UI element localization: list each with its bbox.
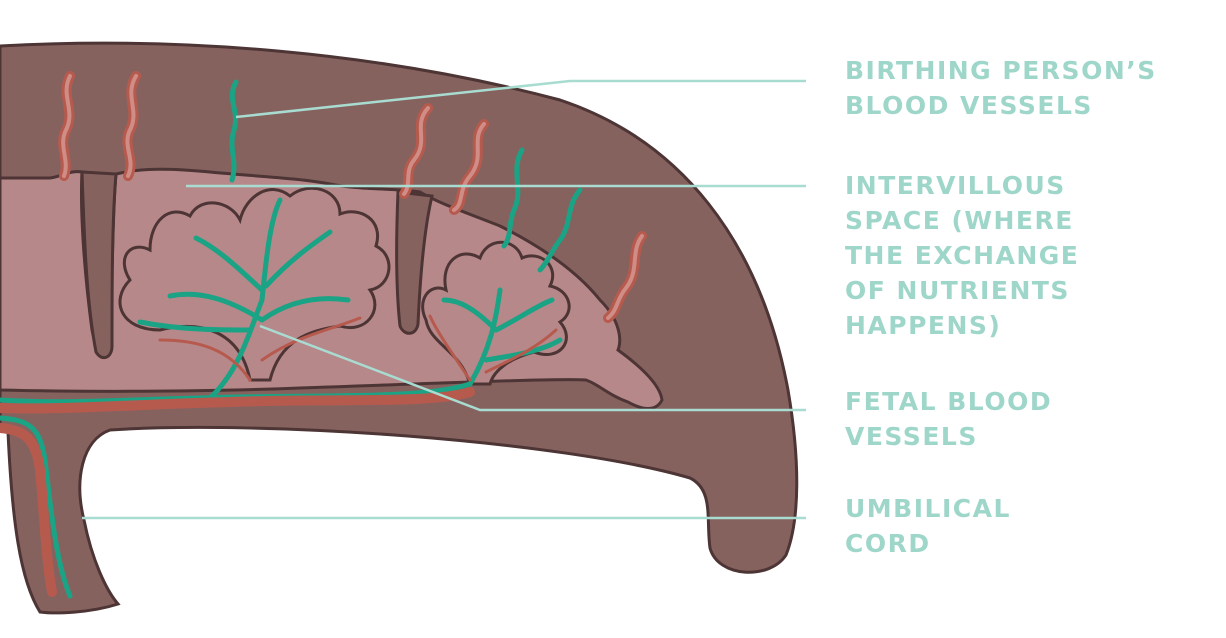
leader-lines xyxy=(82,79,806,520)
label-line: FETAL BLOOD xyxy=(845,387,1053,416)
label-fetal-blood-vessels: FETAL BLOOD VESSELS xyxy=(845,384,1052,454)
label-line: UMBILICAL xyxy=(845,494,1011,523)
septum-left xyxy=(80,170,118,360)
label-line: HAPPENS) xyxy=(845,311,1002,340)
leader-line-fetal-vessels xyxy=(259,324,806,412)
septum-right xyxy=(395,190,434,335)
label-intervillous-space: INTERVILLOUS SPACE (WHERE THE EXCHANGE O… xyxy=(845,168,1079,343)
fetal-blood-vessels xyxy=(0,79,583,599)
label-line: VESSELS xyxy=(845,422,978,451)
label-line: OF NUTRIENTS xyxy=(845,276,1070,305)
label-line: CORD xyxy=(845,529,931,558)
label-line: BIRTHING PERSON’S xyxy=(845,56,1157,85)
label-umbilical-cord: UMBILICAL CORD xyxy=(845,491,1011,561)
label-line: THE EXCHANGE xyxy=(845,241,1080,270)
label-line: BLOOD VESSELS xyxy=(845,91,1093,120)
label-line: INTERVILLOUS xyxy=(845,171,1066,200)
label-line: SPACE (WHERE xyxy=(845,206,1074,235)
leader-line-maternal-vessels xyxy=(235,79,806,119)
label-birthing-person-blood-vessels: BIRTHING PERSON’S BLOOD VESSELS xyxy=(845,53,1157,123)
maternal-blood-vessels xyxy=(0,71,647,597)
